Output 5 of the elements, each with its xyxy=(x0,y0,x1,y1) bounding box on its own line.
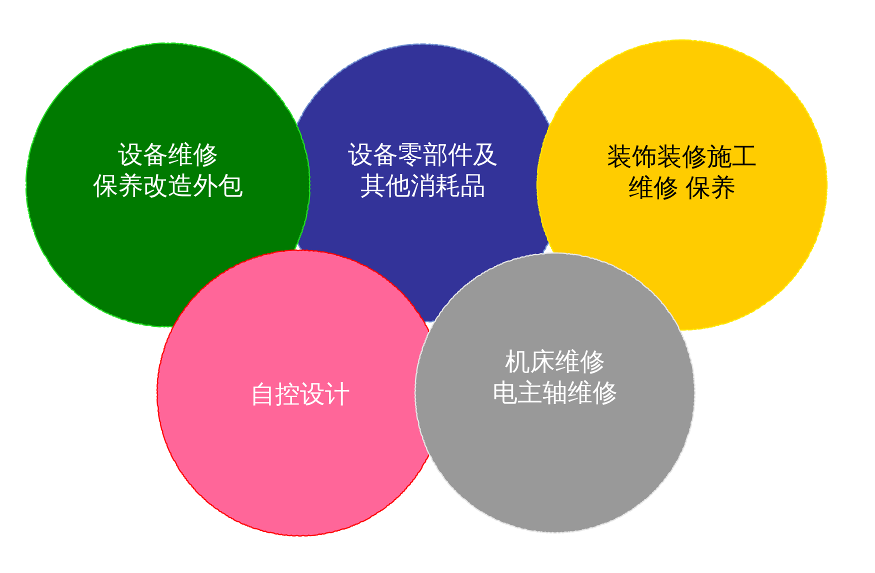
circle-label: 设备零部件及其他消耗品 xyxy=(348,140,498,202)
circle-label: 机床维修电主轴维修 xyxy=(492,347,618,409)
circle-label: 装饰装修施工维修 保养 xyxy=(607,142,757,204)
circle-label: 设备维修保养改造外包 xyxy=(93,140,243,202)
circle-label: 自控设计 xyxy=(250,380,350,410)
